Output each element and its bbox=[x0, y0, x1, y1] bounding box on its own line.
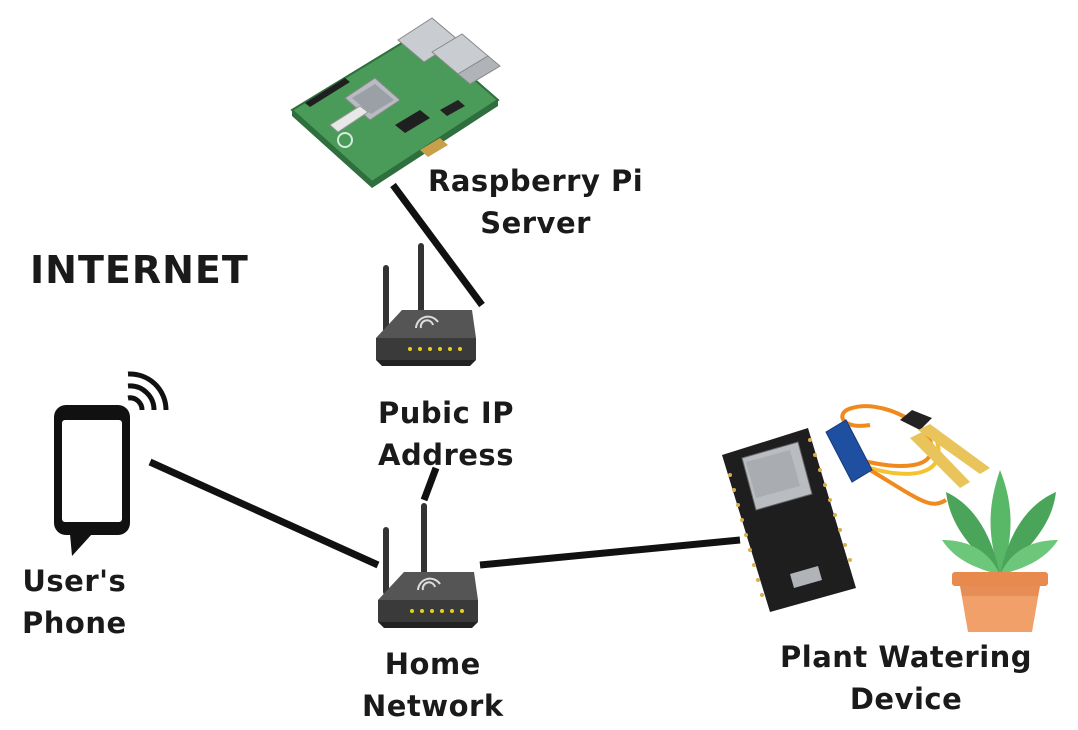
router-icon bbox=[376, 243, 476, 366]
device-label: Plant Watering Device bbox=[780, 636, 1032, 720]
server-label: Raspberry Pi Server bbox=[428, 160, 643, 244]
device-label-line2: Device bbox=[849, 682, 963, 716]
server-label-line2: Server bbox=[480, 206, 591, 240]
potted-plant-icon bbox=[942, 470, 1058, 632]
home-router-label-line2: Network bbox=[362, 689, 504, 723]
internet-label: INTERNET bbox=[30, 248, 249, 292]
link-home-router-to-device bbox=[479, 536, 741, 569]
public-router-label-line1: Pubic IP bbox=[378, 396, 514, 430]
smartphone-icon bbox=[54, 405, 130, 556]
phone-label: User's Phone bbox=[22, 560, 127, 644]
link-phone-to-home-router bbox=[148, 458, 380, 569]
public-router-label: Pubic IP Address bbox=[378, 392, 514, 476]
raspberry-pi-board-icon bbox=[290, 17, 501, 188]
device-label-line1: Plant Watering bbox=[780, 640, 1033, 674]
link-server-to-public-router bbox=[390, 182, 485, 308]
public-router-label-line2: Address bbox=[378, 438, 514, 472]
link-public-router-to-home-router bbox=[420, 466, 440, 502]
connections bbox=[148, 182, 741, 569]
home-router-label-line1: Home bbox=[384, 647, 481, 681]
phone-label-line1: User's bbox=[22, 564, 127, 598]
router-icon bbox=[378, 503, 478, 628]
esp32-board-icon bbox=[722, 428, 856, 612]
phone-label-line2: Phone bbox=[22, 606, 127, 640]
server-label-line1: Raspberry Pi bbox=[428, 164, 644, 198]
home-router-label: Home Network bbox=[362, 643, 504, 727]
wifi-signal-icon bbox=[127, 371, 169, 411]
soil-sensor-icon bbox=[825, 404, 990, 506]
